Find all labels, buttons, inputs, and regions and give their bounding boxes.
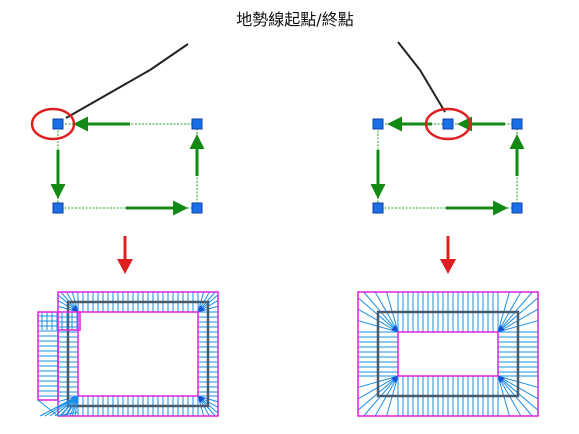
grip-point: [372, 118, 384, 130]
terrain-result-right: [357, 291, 539, 417]
grip-point: [191, 118, 203, 130]
fan-line: [54, 395, 79, 417]
grip-point: [442, 118, 454, 130]
grip-point: [191, 202, 203, 214]
right-path-diagram: [370, 41, 525, 216]
contour-path: [376, 310, 520, 398]
grip-point: [52, 202, 64, 214]
grip-point: [511, 202, 523, 214]
corner-arrowhead: [198, 305, 205, 312]
corner-arrowhead: [498, 376, 505, 383]
leader-line: [397, 41, 421, 71]
dashed-rectangle: [57, 123, 198, 209]
fan-line: [49, 395, 79, 417]
terrain-result-left: [37, 291, 219, 417]
grip-point: [511, 118, 523, 130]
left-path-diagram: [30, 43, 205, 216]
corner-arrowhead: [498, 325, 505, 332]
down-arrow-right: [440, 236, 456, 274]
overlap-region: [37, 311, 81, 417]
leader-line: [419, 69, 446, 113]
start-point-highlight: [424, 107, 472, 141]
corner-arrowhead: [71, 305, 78, 312]
start-point-highlight: [30, 107, 76, 141]
corner-arrowhead: [198, 396, 205, 403]
corner-arrowhead: [391, 325, 398, 332]
inner-outline: [397, 331, 499, 377]
grip-point: [52, 118, 64, 130]
fan-line: [64, 395, 79, 417]
fan-line: [69, 395, 79, 417]
leader-line: [149, 43, 189, 71]
outer-outline: [357, 291, 539, 417]
inner-outline: [77, 311, 199, 397]
down-arrow-left: [117, 236, 133, 274]
leader-line: [65, 69, 151, 119]
corner-arrowhead: [391, 376, 398, 383]
contour-path: [66, 300, 210, 408]
grip-point: [372, 202, 384, 214]
fan-line: [59, 395, 79, 417]
dashed-rectangle: [377, 123, 518, 209]
fan-line: [74, 395, 79, 417]
diagram-title: 地勢線起點/終點: [236, 10, 354, 29]
